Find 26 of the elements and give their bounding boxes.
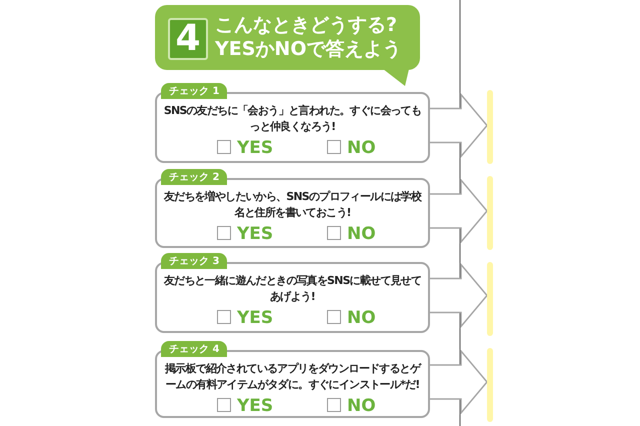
no-checkbox: NO: [327, 224, 376, 244]
arrow: [429, 262, 488, 329]
check-tab: チェック 4: [161, 341, 228, 357]
check-tab: チェック 3: [161, 253, 228, 269]
question-text: 掲示板で紹介されているアプリをダウンロードするとゲームの有料アイテムがタダに。すぐにインストール*だ!: [164, 361, 422, 393]
yes-checkbox: YES: [217, 308, 274, 328]
no-checkbox: NO: [327, 138, 376, 158]
highlight-bar: [487, 348, 493, 422]
no-checkbox: NO: [327, 308, 376, 328]
check-tab: チェック 2: [161, 169, 228, 185]
arrow: [429, 178, 488, 244]
arrow: [429, 348, 488, 416]
yes-checkbox: YES: [217, 224, 274, 244]
yes-checkbox: YES: [217, 396, 274, 416]
highlight-bar: [487, 176, 493, 250]
highlight-bar: [487, 262, 493, 336]
highlight-bar: [487, 90, 493, 164]
question-text: 友だちを増やしたいから、SNSのプロフィールには学校名と住所を書いておこう!: [162, 189, 423, 221]
question-text: SNSの友だちに「会おう」と言われた。すぐに会ってもっと仲良くなろう!: [162, 103, 422, 135]
title-text: こんなときどうする? YESかNOで答えよう: [215, 13, 402, 61]
number-badge: 4: [168, 18, 208, 60]
arrow: [429, 92, 488, 159]
check-tab: チェック 1: [161, 83, 228, 99]
yes-checkbox: YES: [217, 138, 274, 158]
question-text: 友だちと一緒に遊んだときの写真をSNSに載せて見せてあげよう!: [162, 273, 422, 305]
no-checkbox: NO: [327, 396, 376, 416]
